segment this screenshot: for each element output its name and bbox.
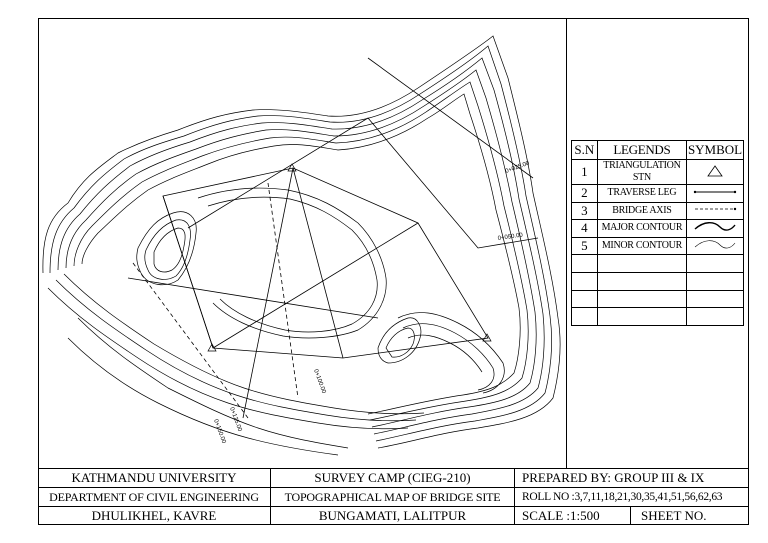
- university-name: KATHMANDU UNIVERSITY: [71, 470, 237, 485]
- legend-empty-cell: [571, 289, 598, 309]
- chainage-label: 0+100.00: [312, 369, 326, 395]
- bridge-axis: [132, 182, 299, 419]
- dashed-line-icon: [686, 201, 744, 221]
- scale: SCALE :1:500: [522, 508, 600, 523]
- prepared-by: PREPARED BY: GROUP III & IX: [522, 470, 705, 485]
- chainage-label: 0+125.00: [228, 407, 242, 433]
- legend-header-sn: S.N: [571, 140, 598, 160]
- legend-empty-cell: [686, 271, 744, 291]
- contour-lines: [42, 35, 561, 456]
- sheet-number: SHEET NO.: [641, 508, 707, 523]
- legend-empty-cell: [596, 254, 688, 273]
- survey-camp-title: SURVEY CAMP (CIEG-210): [314, 470, 471, 485]
- legend-empty-cell: [686, 289, 744, 309]
- thick-wave-icon: [686, 219, 744, 238]
- roll-numbers: ROLL NO :3,7,11,18,21,30,35,41,51,56,62,…: [522, 491, 723, 503]
- title-block-col-line: [630, 506, 631, 525]
- traverse-lines: [127, 57, 539, 419]
- title-block-col-line: [270, 468, 271, 525]
- legend-empty-cell: [571, 307, 598, 326]
- legend-empty-cell: [596, 289, 688, 309]
- title-block-row-line: [38, 506, 749, 507]
- legend-separator: [566, 18, 567, 468]
- legend-sn: 2: [571, 184, 598, 203]
- university-location: DHULIKHEL, KAVRE: [91, 508, 217, 523]
- traverse-line-icon: [686, 184, 744, 203]
- legend-label: TRIANGULATION STN: [596, 159, 688, 185]
- legend-table: S.N LEGENDS SYMBOL 1 TRIANGULATION STN 2…: [571, 140, 744, 326]
- legend-label: TRAVERSE LEG: [596, 184, 688, 203]
- map-title: TOPOGRAPHICAL MAP OF BRIDGE SITE: [284, 490, 501, 504]
- legend-empty-cell: [596, 307, 688, 326]
- legend-label: MINOR CONTOUR: [596, 236, 688, 256]
- site-location: BUNGAMATI, LALITPUR: [318, 508, 467, 523]
- title-block-row-line: [38, 487, 749, 488]
- topographic-map: 0+025.00 0+050.00 0+100.00 0+125.00 0+15…: [42, 35, 561, 456]
- department-name: DEPARTMENT OF CIVIL ENGINEERING: [49, 490, 259, 504]
- legend-sn: 3: [571, 201, 598, 221]
- chainage-label: 0+050.00: [497, 232, 523, 242]
- legend-empty-cell: [571, 254, 598, 273]
- title-block-col-line: [514, 468, 515, 525]
- legend-label: MAJOR CONTOUR: [596, 219, 688, 238]
- triangle-icon: [686, 159, 744, 185]
- triangulation-stations: [207, 163, 492, 352]
- thin-wave-icon: [686, 236, 744, 256]
- legend-empty-cell: [596, 271, 688, 291]
- legend-empty-cell: [686, 254, 744, 273]
- legend-sn: 4: [571, 219, 598, 238]
- legend-header-legends: LEGENDS: [596, 140, 688, 160]
- legend-label: BRIDGE AXIS: [596, 201, 688, 221]
- chainage-label: 0+150.00: [212, 419, 226, 445]
- drawing-frame: [38, 18, 749, 525]
- legend-empty-cell: [686, 307, 744, 326]
- legend-sn: 1: [571, 159, 598, 185]
- legend-header-symbol: SYMBOL: [686, 140, 744, 160]
- chainage-label: 0+025.00: [505, 160, 531, 174]
- title-block-top-line: [38, 468, 749, 469]
- legend-sn: 5: [571, 236, 598, 256]
- legend-empty-cell: [571, 271, 598, 291]
